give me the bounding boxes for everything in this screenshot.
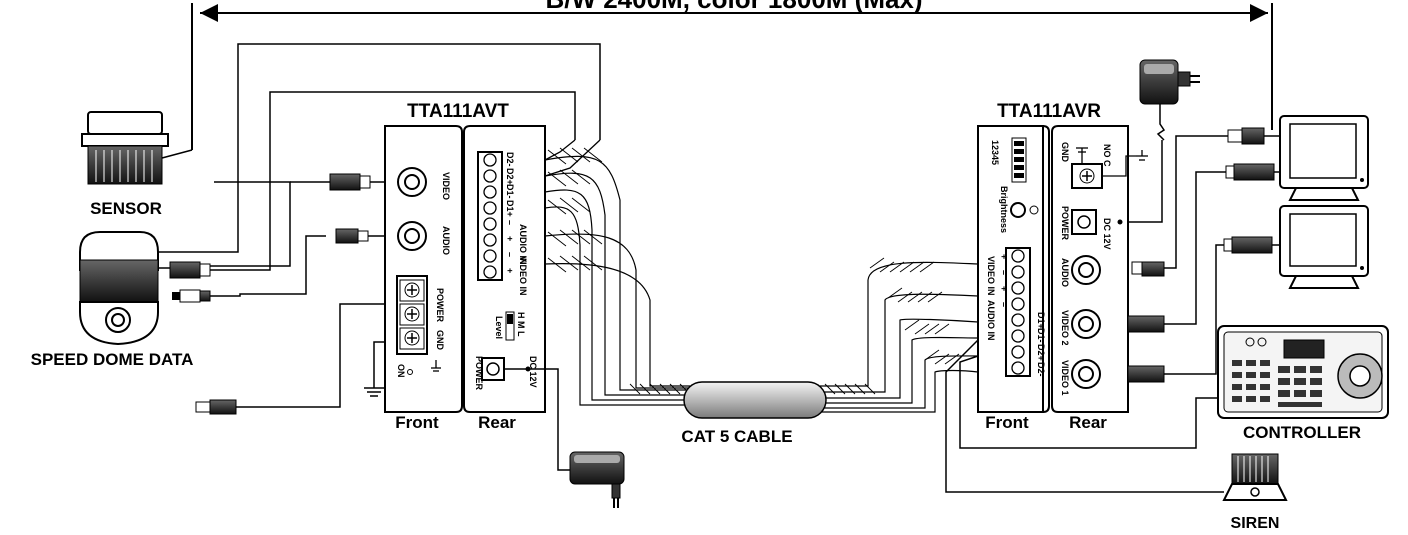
- rx-pin-5: D1+: [1036, 312, 1046, 329]
- rx-dc-label: DC 12V: [1102, 218, 1112, 250]
- tx-video-in-label: VIDEO IN: [518, 256, 528, 296]
- siren-label: SIREN: [1231, 515, 1280, 532]
- rx-audio-in-label: AUDIO IN: [986, 300, 996, 341]
- monitor-wires: [1164, 135, 1280, 375]
- receiver-title: TTA111AVR: [997, 101, 1101, 122]
- rx-video-in-label: VIDEO IN: [986, 256, 996, 296]
- tx-rear-dc-label: DC 12V: [528, 356, 538, 388]
- siren-device: [1222, 453, 1288, 501]
- tx-video-label: VIDEO: [441, 172, 451, 200]
- transmitter-rear-panel: [463, 125, 546, 413]
- tx-rear-pin-1: D2-: [505, 152, 515, 167]
- tx-rear-pin-2: D2+: [505, 168, 515, 185]
- bnc-connector-2: [329, 173, 371, 191]
- transmitter-front-panel: [384, 125, 463, 413]
- rx-dip-label: 12345: [990, 140, 1000, 165]
- rx-brightness-label: Brightness: [999, 186, 1009, 233]
- controller-device: [1217, 325, 1389, 419]
- ground-symbol-left: [364, 341, 385, 397]
- relay-ground-symbol: [1076, 147, 1148, 177]
- tx-level-label: Level: [494, 316, 504, 339]
- rx-gnd-label: GND: [1060, 142, 1070, 163]
- distance-title: B/W 2400M, color 1800M (Max): [545, 0, 922, 14]
- rx-video2-label: VIDEO 2: [1060, 310, 1070, 346]
- tx-rear-label: Rear: [478, 413, 516, 432]
- rx-pin-3: +: [999, 286, 1009, 291]
- receiver-front-panel: [977, 125, 1050, 413]
- power-plug-left: [195, 303, 385, 415]
- data-wires: [544, 139, 601, 177]
- rx-no-label: NO: [1102, 144, 1112, 158]
- rx-pin-8: D2-: [1036, 362, 1046, 377]
- tx-front-label: Front: [395, 413, 439, 432]
- twist-marks: [547, 147, 960, 395]
- rx-pin-7: D2+: [1036, 344, 1046, 361]
- rx-rear-label: Rear: [1069, 413, 1107, 432]
- cat5-cable-jacket: [683, 381, 827, 419]
- tx-rear-pin-3: D1-: [505, 184, 515, 199]
- tx-gnd-label: GND: [435, 330, 445, 351]
- sensor-label: SENSOR: [90, 199, 162, 218]
- transmitter-title: TTA111AVT: [407, 101, 509, 122]
- controller-label: CONTROLLER: [1243, 423, 1361, 442]
- rx-pin-4: –: [999, 302, 1009, 307]
- tx-rear-pin-5: –: [505, 220, 515, 225]
- tx-audio-in-label: AUDIO IN: [518, 224, 528, 265]
- tx-rear-power-label: POWER: [474, 356, 484, 391]
- rx-c-label: C: [1102, 160, 1112, 167]
- bnc-connector-1: [169, 261, 211, 279]
- rx-audio-label: AUDIO: [1060, 258, 1070, 287]
- monitor-connectors: [1127, 127, 1275, 383]
- rx-pin-6: D1-: [1036, 328, 1046, 343]
- distance-arrow: [191, 3, 1273, 150]
- tx-ground-symbol: [431, 360, 441, 372]
- receiver-rear-panel: [1051, 125, 1129, 413]
- tx-hml-label: H M L: [516, 312, 526, 337]
- monitor-bottom: [1279, 205, 1369, 289]
- rca-connector-2: [335, 228, 369, 244]
- tx-rear-pin-4: D1+: [505, 200, 515, 217]
- rx-power-label: POWER: [1060, 206, 1070, 241]
- twisted-pair-cables: [544, 155, 979, 413]
- tx-rear-pin-8: +: [505, 268, 515, 273]
- tx-power-label: POWER: [435, 288, 445, 323]
- rx-front-label: Front: [985, 413, 1029, 432]
- monitor-top: [1279, 115, 1369, 201]
- sensor-device: [81, 111, 193, 185]
- cable-label: CAT 5 CABLE: [681, 427, 792, 446]
- dome-connectors: [158, 43, 601, 297]
- speed-dome-label: SPEED DOME DATA: [31, 350, 194, 369]
- controller-wire: [959, 355, 1218, 449]
- tx-audio-label: AUDIO: [441, 226, 451, 255]
- speed-dome-camera: [79, 231, 159, 346]
- rca-connector-1: [172, 289, 211, 303]
- siren-wire: [945, 339, 1224, 493]
- rx-pin-1: +: [999, 254, 1009, 259]
- rx-pin-2: –: [999, 270, 1009, 275]
- tx-rear-pin-6: +: [505, 236, 515, 241]
- tx-on-label: ON: [396, 364, 406, 378]
- rx-video1-label: VIDEO 1: [1060, 360, 1070, 396]
- power-adapter-rx: [1117, 59, 1200, 225]
- power-adapter-tx: [536, 368, 625, 508]
- tx-rear-pin-7: –: [505, 252, 515, 257]
